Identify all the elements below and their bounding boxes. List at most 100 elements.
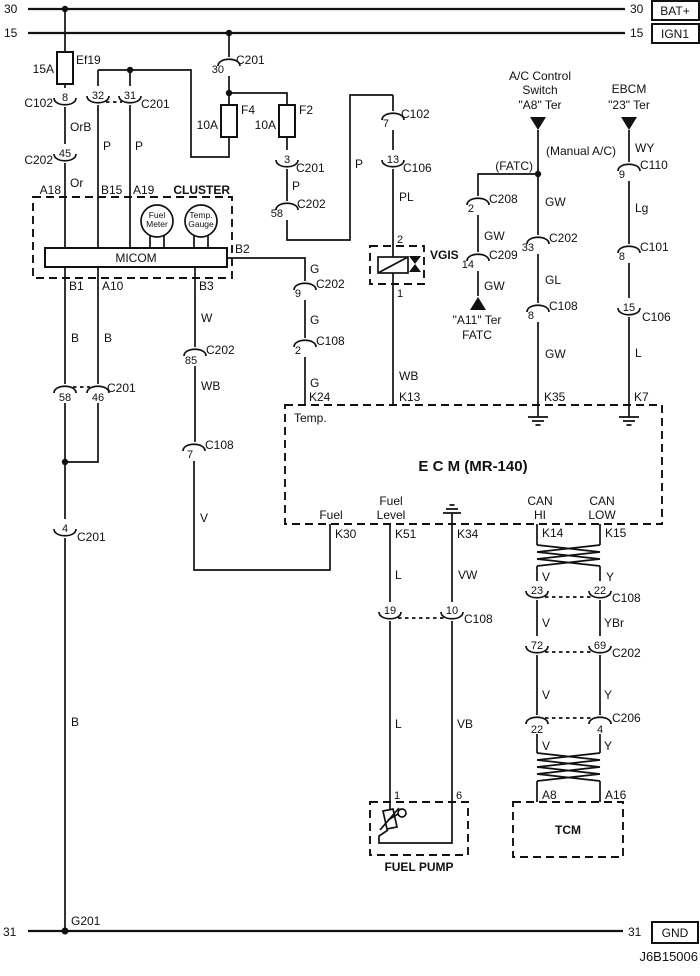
twisted-pair — [536, 544, 601, 567]
rail-31-right: 31 — [628, 925, 642, 939]
ebcm-title: "23" Ter — [608, 98, 650, 112]
pin-15: 15 — [623, 302, 635, 314]
wire — [286, 94, 393, 241]
wire-color-gw: GW — [545, 195, 566, 209]
bat-box — [651, 0, 700, 21]
diagram-id: J6B15006 — [639, 949, 698, 964]
pin-85: 85 — [185, 355, 197, 367]
vgis-solenoid-slash — [377, 256, 409, 274]
ground-symbol — [443, 504, 461, 524]
wire-color-gw: GW — [484, 229, 505, 243]
wire — [229, 92, 288, 105]
wire-color-ybr: YBr — [604, 616, 624, 630]
connector-c202: C202 — [316, 277, 345, 291]
fuse-ef19-label: Ef19 — [76, 53, 101, 67]
rail-31-left: 31 — [3, 925, 17, 939]
connector-c206: C206 — [612, 711, 641, 725]
pin-72: 72 — [531, 640, 543, 652]
wire-color-w: W — [201, 311, 213, 325]
wire-color-y: Y — [606, 570, 614, 584]
connector-c106: C106 — [403, 161, 432, 175]
wire-color-g: G — [310, 376, 319, 390]
ac-title: "A8" Ter — [519, 98, 562, 112]
connector-c202: C202 — [297, 197, 326, 211]
fuel-meter-gauge — [140, 204, 174, 238]
wire — [378, 621, 453, 844]
wire-color-l: L — [395, 568, 402, 582]
pin-k13: K13 — [399, 390, 421, 404]
terminal-triangle-icon — [470, 297, 486, 310]
pin-33: 33 — [522, 242, 534, 254]
connector-c208: C208 — [489, 192, 518, 206]
wire-color-wb: WB — [399, 369, 418, 383]
ecm-fuel-label: Fuel — [319, 508, 342, 522]
wire-color-lg: Lg — [635, 201, 648, 215]
ign1-label: IGN1 — [661, 27, 689, 41]
pin-9: 9 — [295, 288, 301, 300]
vgis-label: VGIS — [430, 248, 459, 262]
connector-c102: C102 — [24, 96, 53, 110]
pin-7: 7 — [187, 449, 193, 461]
connector-c108: C108 — [549, 299, 578, 313]
twisted-pair — [536, 752, 601, 782]
pin-1: 1 — [397, 288, 403, 300]
pin-k30: K30 — [335, 527, 357, 541]
ecm-can-low-label: LOW — [588, 508, 616, 522]
ecm-fuel-level-label: Level — [377, 508, 406, 522]
wire — [477, 173, 538, 196]
fuel-meter-label: Fuel — [149, 210, 166, 220]
wire-color-b: B — [71, 331, 79, 345]
wire-color-vw: VW — [458, 568, 478, 582]
ac-title: Switch — [522, 83, 557, 97]
wire-color-wb: WB — [201, 379, 220, 393]
pin-32: 32 — [92, 90, 104, 102]
connector-c201: C201 — [296, 161, 325, 175]
wire-color-pl: PL — [399, 190, 414, 204]
fuse-f4 — [220, 104, 238, 138]
wire-color-p: P — [292, 179, 300, 193]
pin-b2: B2 — [235, 242, 250, 256]
connector-c101: C101 — [640, 240, 669, 254]
connector-c102: C102 — [401, 107, 430, 121]
wire-color-or: Or — [70, 176, 83, 190]
pin-b15: B15 — [101, 183, 123, 197]
wire-color-y: Y — [604, 688, 612, 702]
pin-2: 2 — [397, 234, 403, 246]
ground-symbol — [619, 405, 639, 426]
pin-2: 2 — [468, 203, 474, 215]
fuse-ef19-rating: 15A — [33, 62, 54, 76]
pin-23: 23 — [531, 585, 543, 597]
pin-8: 8 — [619, 251, 625, 263]
cluster-title: CLUSTER — [173, 183, 230, 197]
fuse-f2 — [278, 104, 296, 138]
ecm-temp-label: Temp. — [294, 411, 327, 425]
pin-k14: K14 — [542, 526, 564, 540]
fuse-f2-rating: 10A — [255, 118, 276, 132]
wire-color-g: G — [310, 313, 319, 327]
vgis-valve-icon — [409, 256, 421, 264]
wire-color-v: V — [542, 688, 550, 702]
pin-k51: K51 — [395, 527, 417, 541]
wire-color-v: V — [542, 616, 550, 630]
ecm-can-hi-label: CAN — [527, 494, 552, 508]
wire-color-v: V — [200, 511, 208, 525]
fatc-label: FATC — [462, 328, 492, 342]
ground-symbol — [528, 405, 548, 426]
connector-c209: C209 — [489, 248, 518, 262]
connector-c108: C108 — [464, 612, 493, 626]
pin-3: 3 — [284, 154, 290, 166]
rail-15-right: 15 — [630, 26, 644, 40]
connector-c108: C108 — [316, 334, 345, 348]
ac-title: A/C Control — [509, 69, 571, 83]
temp-gauge-label: Temp. — [189, 210, 212, 220]
gauge-leads — [149, 235, 209, 248]
connector-arc — [525, 716, 549, 725]
wire — [98, 69, 230, 158]
temp-gauge-label: Gauge — [188, 219, 214, 229]
connector-c108: C108 — [205, 438, 234, 452]
connector-c201: C201 — [77, 530, 106, 544]
pin-k35: K35 — [544, 390, 566, 404]
pin-14: 14 — [462, 259, 474, 271]
wire-color-b: B — [71, 715, 79, 729]
